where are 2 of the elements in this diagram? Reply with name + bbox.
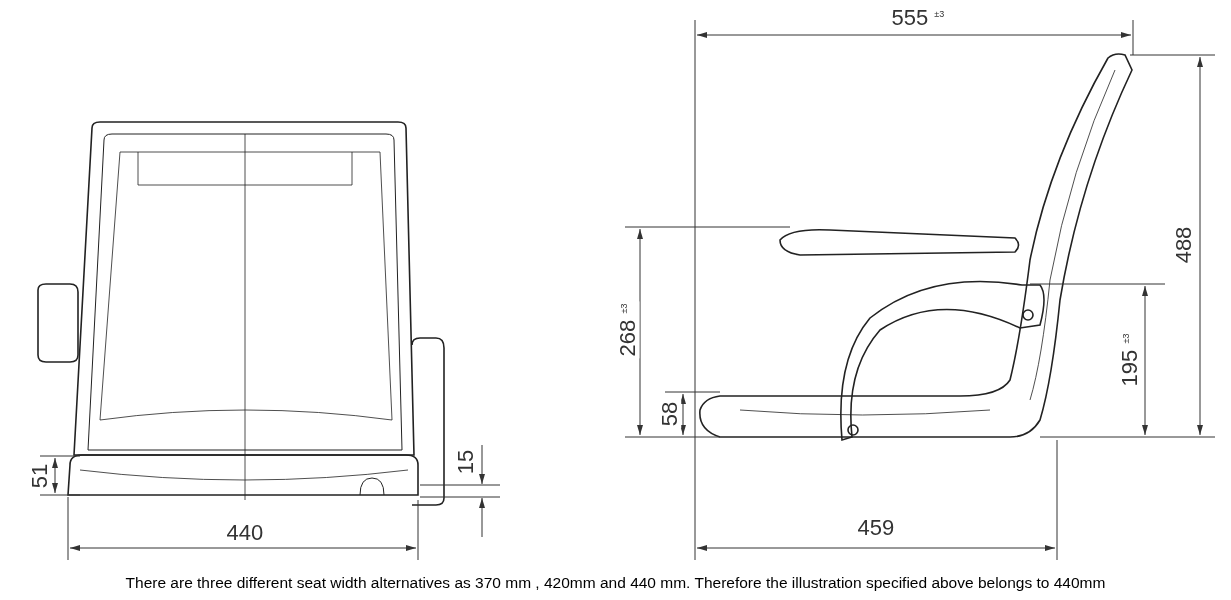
caption: There are three different seat width alternatives as 370 mm , 420mm and 440 mm. Therefore the illustration specified above belongs to 440mm bbox=[124, 574, 1107, 592]
dimension-label: 58 bbox=[659, 399, 682, 429]
